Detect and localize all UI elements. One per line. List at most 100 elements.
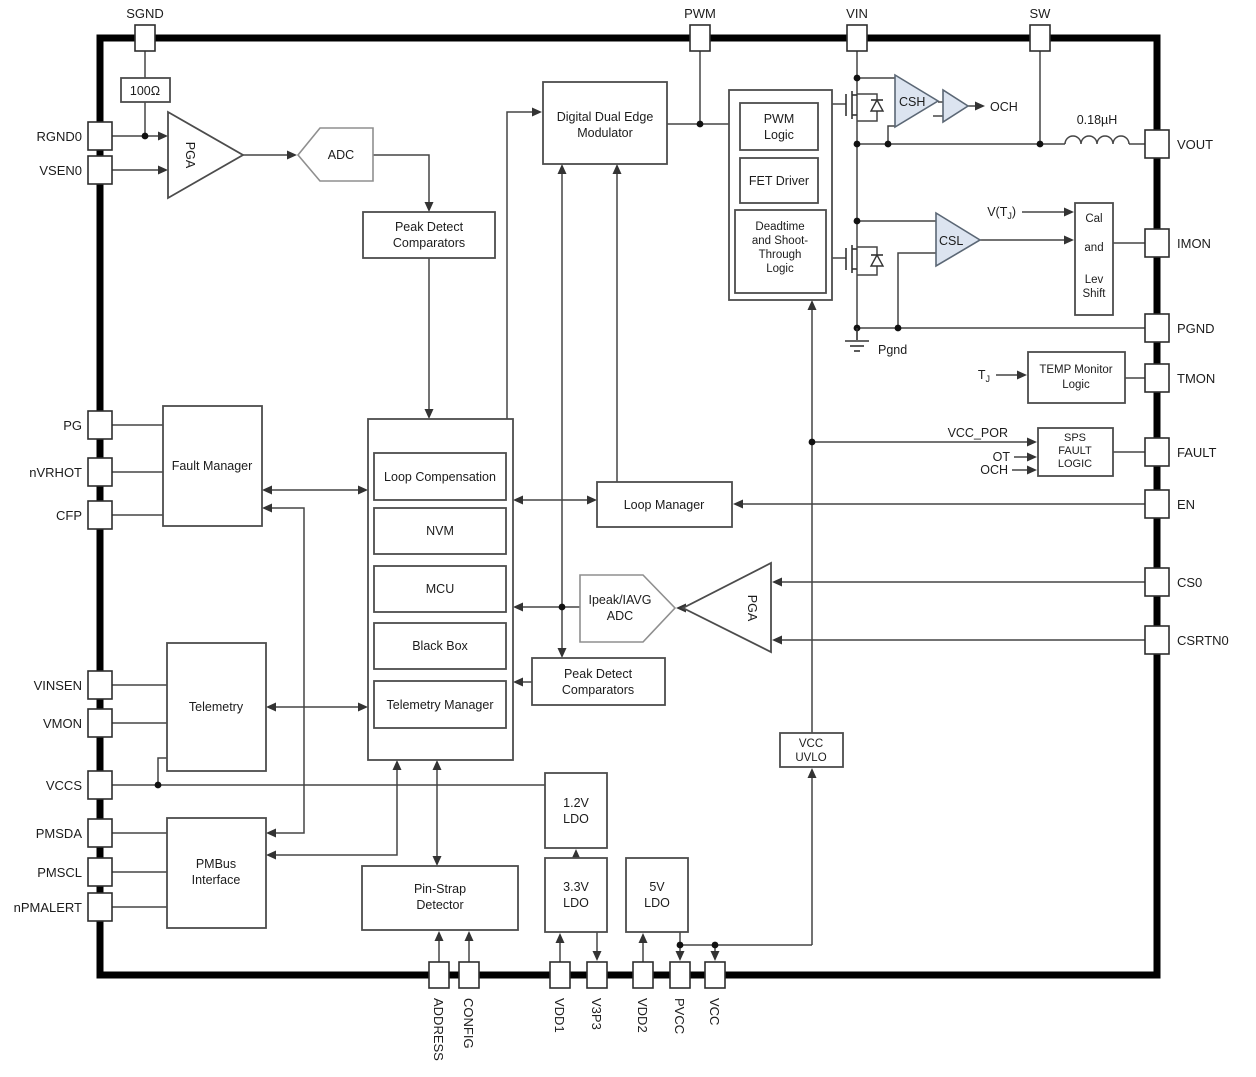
driver-block: PWM Logic FET Driver Deadtime and Shoot-… [728,89,833,301]
svg-text:ADDRESS: ADDRESS [431,998,446,1061]
svg-text:Interface: Interface [192,873,241,887]
adc1: ADC [296,127,374,182]
svg-text:VCC: VCC [799,738,823,750]
pin-tmon: TMON [1144,363,1215,393]
tj-label: TJ [978,368,990,384]
csh-amp: CSH [894,73,940,129]
svg-text:nVRHOT: nVRHOT [29,465,82,480]
ldo-3v3: 3.3V LDO [544,857,608,933]
pin-vsen0: VSEN0 [39,155,113,185]
ot-label: OT [993,450,1011,464]
pin-vinsen: VINSEN [34,670,113,700]
pga2-amp: PGA [681,561,772,654]
svg-text:Lev: Lev [1085,274,1104,286]
output-inductor: 0.18µH [1064,113,1130,145]
svg-text:LOGIC: LOGIC [1058,458,1092,470]
svg-text:CSRTN0: CSRTN0 [1177,633,1229,648]
svg-text:V3P3: V3P3 [589,998,604,1030]
pin-vdd1: VDD1 [549,961,571,1033]
svg-text:Cal: Cal [1085,213,1102,225]
svg-text:VCCS: VCCS [46,778,82,793]
svg-text:nPMALERT: nPMALERT [14,900,82,915]
svg-text:Fault Manager: Fault Manager [172,459,253,473]
pin-strap-detector: Pin-Strap Detector [361,865,519,931]
pin-csrtn0: CSRTN0 [1144,625,1229,655]
svg-text:PWM: PWM [764,112,795,126]
pin-address: ADDRESS [428,961,450,1061]
svg-text:PGA: PGA [183,142,197,169]
left-pins: RGND0 VSEN0 PG nVRHOT CFP VINSEN VMON VC… [14,121,113,922]
pin-pwm: PWM [684,6,716,52]
svg-text:VMON: VMON [43,716,82,731]
right-pins: VOUT IMON PGND TMON FAULT EN CS0 CSRTN0 [1144,129,1229,655]
pin-pmscl: PMSCL [37,857,113,887]
pgnd-ground-symbol: Pgnd [845,328,907,357]
sps-fault-logic: SPS FAULT LOGIC [1037,427,1114,477]
svg-text:NVM: NVM [426,524,454,538]
svg-text:IMON: IMON [1177,236,1211,251]
v-tj-label: V(TJ) [987,205,1016,221]
svg-text:LDO: LDO [563,896,589,910]
svg-text:CSL: CSL [939,234,963,248]
pin-cs0: CS0 [1144,567,1202,597]
pin-rgnd0: RGND0 [36,121,113,151]
pin-vdd2: VDD2 [632,961,654,1033]
svg-text:CONFIG: CONFIG [461,998,476,1049]
svg-text:LDO: LDO [563,812,589,826]
svg-text:VDD1: VDD1 [552,998,567,1033]
pin-pvcc: PVCC [669,961,691,1034]
svg-text:VINSEN: VINSEN [34,678,82,693]
resistor-100ohm: 100Ω [120,77,171,103]
svg-text:PMBus: PMBus [196,857,236,871]
pin-vcc: VCC [704,961,726,1025]
pin-fault: FAULT [1144,437,1217,467]
svg-text:1.2V: 1.2V [563,796,589,810]
svg-text:FAULT: FAULT [1058,445,1092,457]
svg-text:VIN: VIN [846,6,868,21]
svg-text:Logic: Logic [764,128,794,142]
och-buffer-amp [942,88,970,124]
svg-text:Logic: Logic [1062,379,1090,391]
svg-text:Peak Detect: Peak Detect [395,220,464,234]
vcc-uvlo: VCC UVLO [779,732,844,768]
svg-text:Logic: Logic [766,263,794,275]
svg-text:VOUT: VOUT [1177,137,1213,152]
svg-text:PGND: PGND [1177,321,1215,336]
digital-dual-edge-modulator: Digital Dual Edge Modulator [542,81,668,165]
svg-text:3.3V: 3.3V [563,880,589,894]
svg-text:CSH: CSH [899,95,925,109]
svg-text:Comparators: Comparators [393,236,465,250]
svg-text:SW: SW [1030,6,1052,21]
ldo-1v2: 1.2V LDO [544,772,608,849]
svg-text:Deadtime: Deadtime [755,221,804,233]
body-diode-icon [869,253,885,267]
pmbus-interface: PMBus Interface [166,817,267,929]
svg-text:PG: PG [63,418,82,433]
pin-sgnd: SGND [126,6,164,52]
svg-text:Peak Detect: Peak Detect [564,667,633,681]
bottom-pins: ADDRESS CONFIG VDD1 V3P3 VDD2 PVCC VCC [428,961,726,1061]
pin-sw: SW [1029,6,1052,52]
pin-vccs: VCCS [46,770,113,800]
svg-text:PMSCL: PMSCL [37,865,82,880]
svg-text:Loop Compensation: Loop Compensation [384,470,496,484]
pin-vout: VOUT [1144,129,1213,159]
svg-text:CFP: CFP [56,508,82,523]
svg-text:ADC: ADC [607,609,633,623]
svg-text:FET Driver: FET Driver [749,174,809,188]
svg-text:FAULT: FAULT [1177,445,1217,460]
svg-text:VDD2: VDD2 [635,998,650,1033]
svg-text:VSEN0: VSEN0 [39,163,82,178]
cal-and-lev-shift: Cal and Lev Shift [1074,202,1114,316]
svg-text:UVLO: UVLO [795,752,826,764]
svg-text:VCC: VCC [707,998,722,1025]
svg-text:and Shoot-: and Shoot- [752,235,808,247]
pin-pgnd: PGND [1144,313,1215,343]
loop-manager: Loop Manager [596,481,733,528]
och-input-label: OCH [980,463,1008,477]
peak-detect-comparators-bottom: Peak Detect Comparators [531,657,666,706]
ipeak-iavg-adc: Ipeak/IAVG ADC [579,574,677,643]
svg-text:PGA: PGA [745,595,759,622]
svg-text:MCU: MCU [426,582,454,596]
